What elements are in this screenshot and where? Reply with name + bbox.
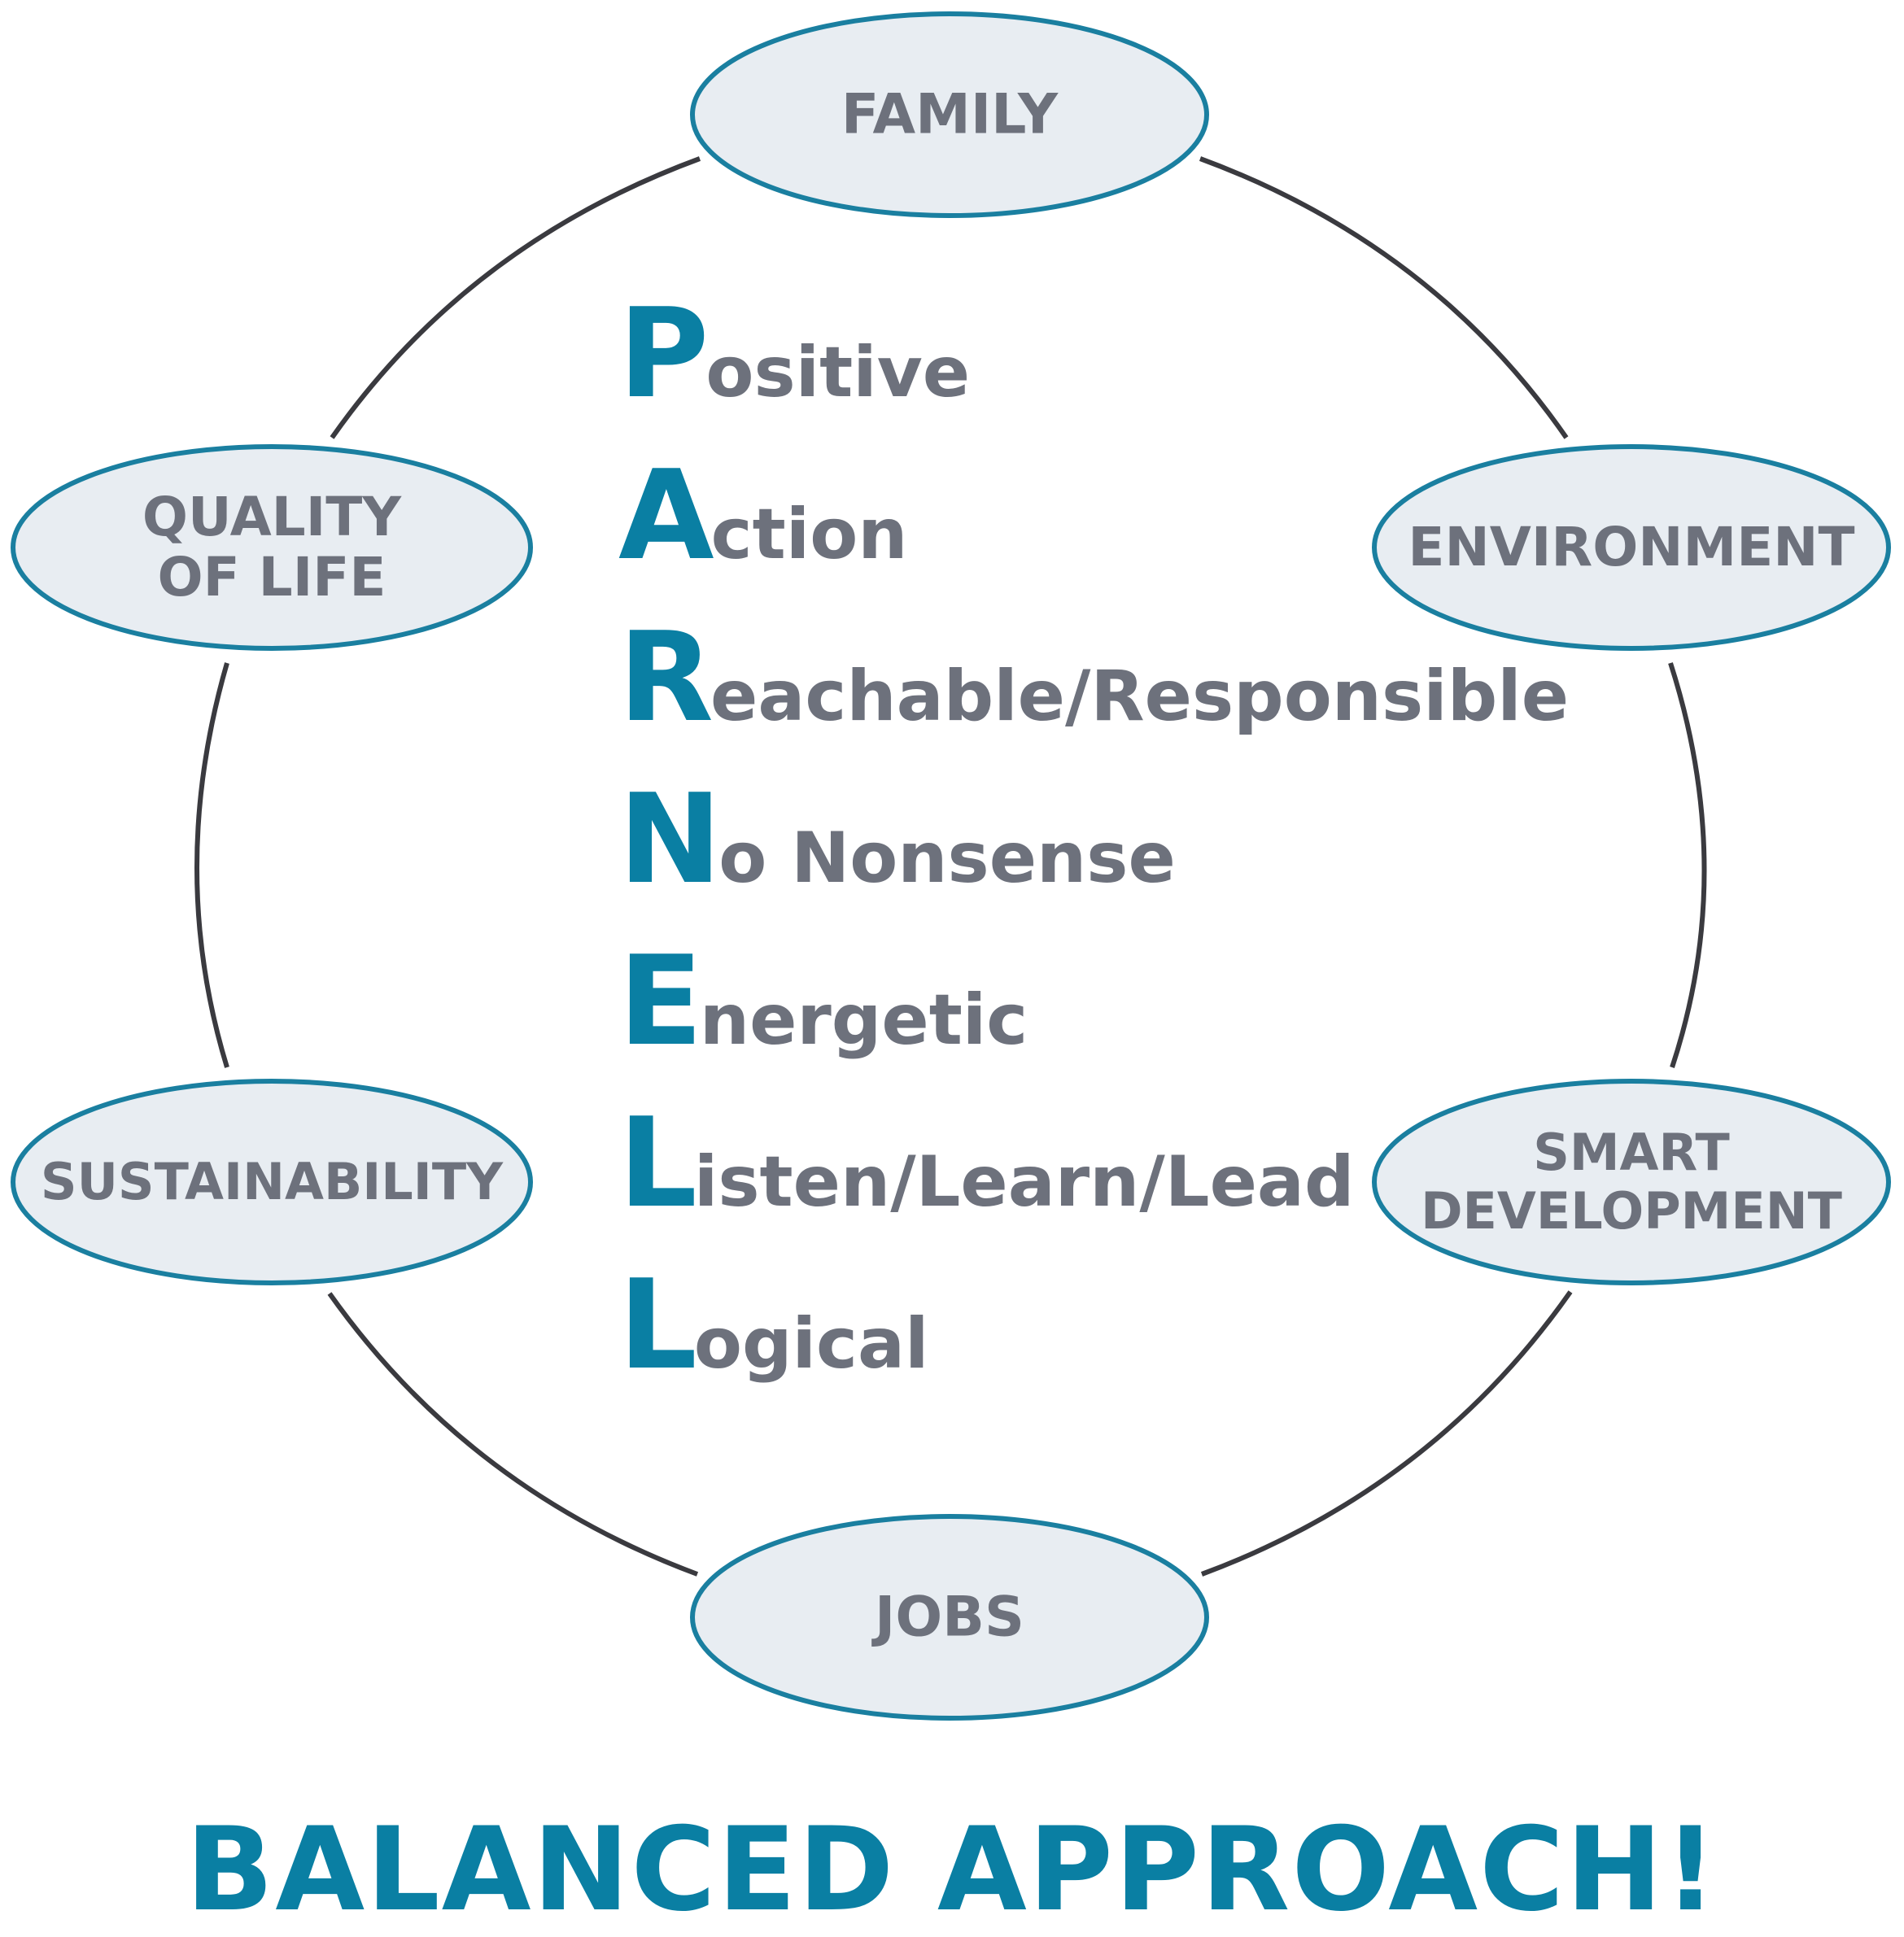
node-label: FAMILY	[841, 83, 1059, 147]
acronym-initial: L	[618, 1091, 697, 1235]
arc-environment-smart-development	[1668, 662, 1707, 1068]
acronym-word-rest: ositive	[705, 332, 970, 413]
acronym-initial: R	[618, 605, 714, 749]
acronym-word-rest: eachable/Responsible	[710, 656, 1569, 737]
node-ellipse	[1372, 444, 1891, 651]
node-label: SUSTAINABILITY	[41, 1152, 504, 1211]
arc-jobs-sustainability	[327, 1292, 699, 1577]
node-ellipse	[690, 11, 1209, 218]
acronym-row: No Nonsense	[618, 767, 1176, 911]
arc-quality-family	[330, 156, 701, 439]
arc-sustainability-quality	[194, 662, 229, 1068]
node-environment: ENVIRONMENT	[1372, 444, 1891, 651]
arc-family-environment	[1199, 156, 1569, 439]
acronym-row: Positive	[618, 281, 970, 425]
acronym-initial: P	[618, 281, 709, 425]
acronym-word-rest: nergetic	[700, 979, 1028, 1061]
arc-smart-development-jobs	[1200, 1290, 1573, 1577]
node-label: ENVIRONMENT	[1408, 516, 1854, 578]
acronym-row: Listen/Learn/Lead	[618, 1091, 1355, 1235]
acronym-initial: A	[618, 443, 714, 587]
acronym-row: Reachable/Responsible	[618, 605, 1569, 749]
acronym-row: Logical	[618, 1253, 928, 1397]
node-family: FAMILY	[690, 11, 1209, 218]
node-ellipse	[690, 1514, 1209, 1721]
acronym-initial: E	[618, 929, 703, 1073]
acronym-initial: L	[618, 1253, 697, 1397]
node-ellipse	[1372, 1079, 1891, 1285]
footer-slogan: BALANCED APPROACH!	[186, 1803, 1718, 1937]
node-label: JOBS	[871, 1586, 1024, 1650]
node-label: QUALITY	[142, 486, 402, 548]
node-sustainability: SUSTAINABILITY	[11, 1079, 533, 1285]
acronym-row: Action	[618, 443, 908, 587]
acronym-word-rest: isten/Learn/Lead	[694, 1141, 1355, 1223]
node-ellipse	[11, 444, 533, 651]
node-label: SMART	[1533, 1123, 1730, 1182]
acronym-word-rest: o Nonsense	[718, 818, 1176, 899]
connector-arcs	[194, 156, 1707, 1577]
node-ellipse	[11, 1079, 533, 1285]
acronym-initial: N	[618, 767, 722, 911]
acronym-word-rest: ogical	[694, 1303, 929, 1385]
acronym-word-rest: ction	[711, 494, 908, 575]
node-jobs: JOBS	[690, 1514, 1209, 1721]
acronym-row: Energetic	[618, 929, 1028, 1073]
node-label: DEVELOPMENT	[1421, 1181, 1842, 1241]
node-label: OF LIFE	[158, 546, 386, 609]
